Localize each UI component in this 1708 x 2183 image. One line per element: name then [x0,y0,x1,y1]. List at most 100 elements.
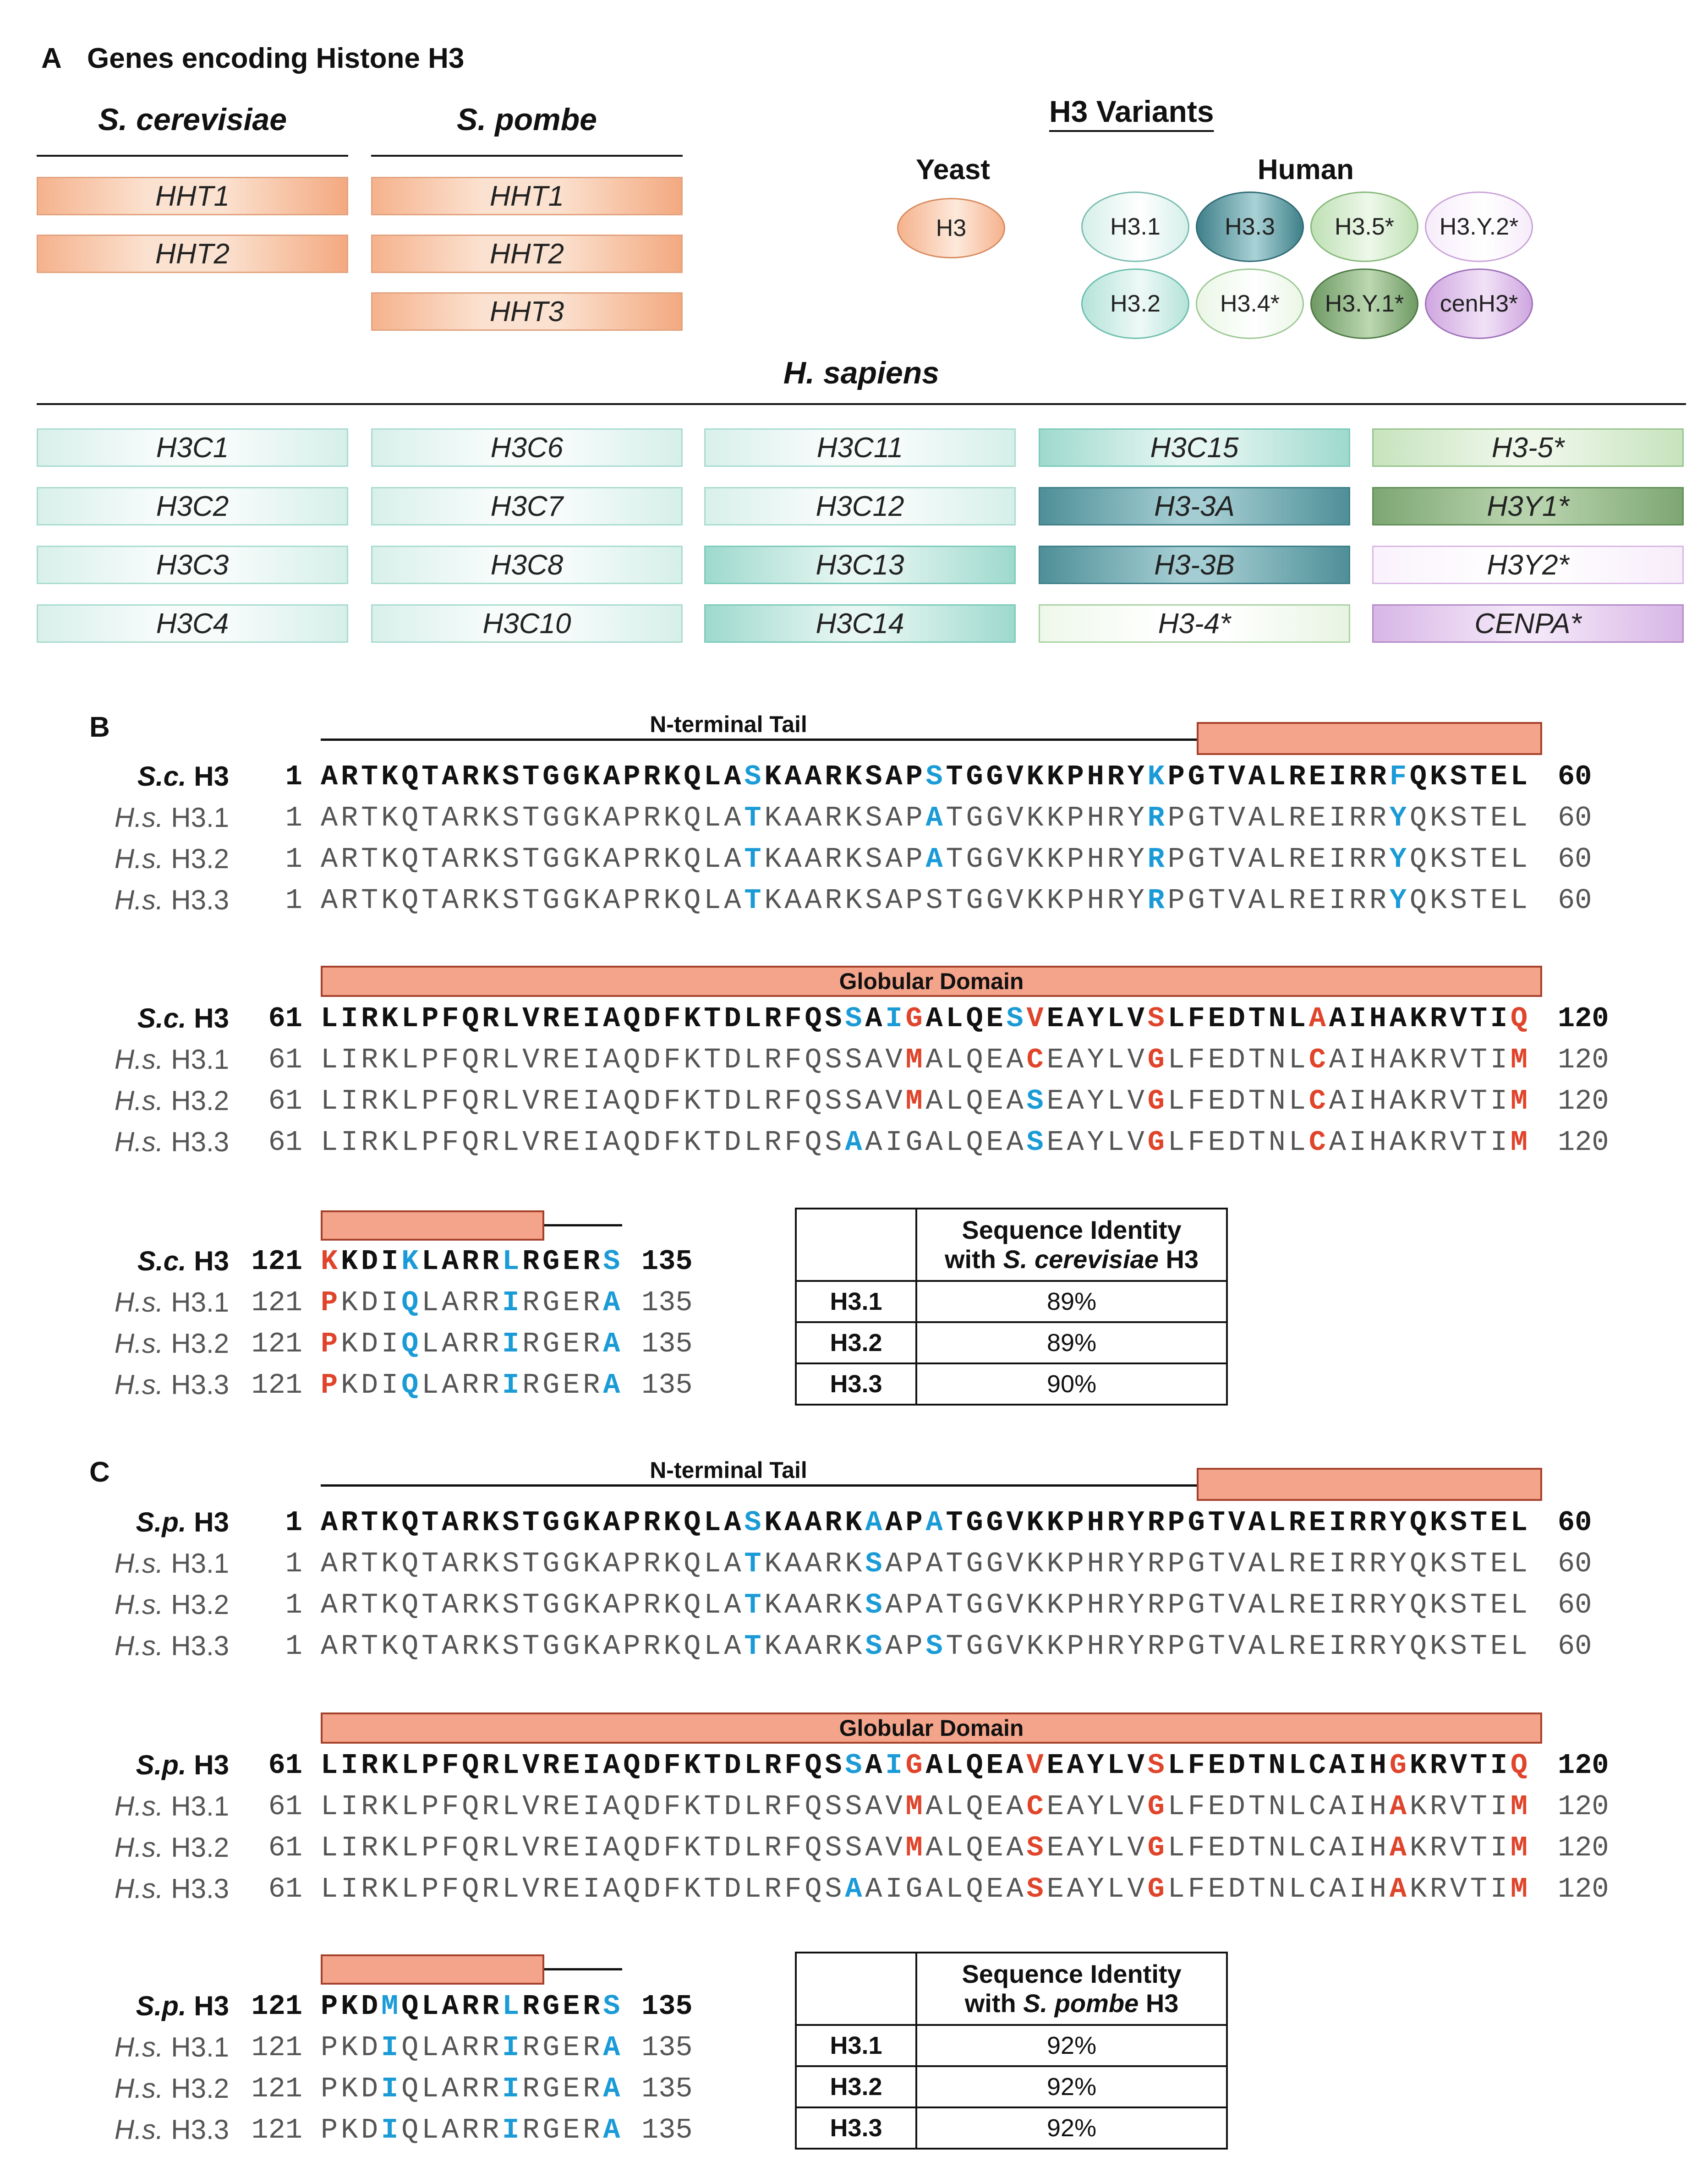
residue-substitution-red: M [1510,1790,1531,1823]
sequence-residues: LIRKLPFQRLVREIAQDFKTDLRFQSAAIGALQEASEAYL… [321,1126,1531,1159]
residue: R [462,2073,482,2105]
sequence-end-number: 60 [1558,843,1592,875]
residue: T [946,843,966,875]
residue: D [1228,1085,1248,1117]
human-label: Human [1257,154,1354,186]
residue: A [1067,1749,1087,1782]
residue: I [341,1002,361,1035]
residue: D [643,1002,664,1035]
b-table-header: Sequence Identity with S. cerevisiae H3 [915,1208,1228,1282]
species-abbrev: H.s. [114,1548,164,1579]
residue: R [1349,1506,1369,1539]
residue: S [502,1506,523,1539]
residue-substitution-blue: K [401,1245,422,1278]
residue: A [442,1548,462,1580]
residue: Q [462,1832,482,1864]
residue: F [442,1002,462,1035]
residue-substitution-red: G [1147,1085,1168,1117]
sequence-end-number: 60 [1558,1630,1592,1663]
hs-gene-h3-5: H3-5* [1372,428,1684,467]
residue: K [1046,1548,1067,1580]
residue: L [401,1002,422,1035]
residue: G [542,2031,563,2064]
histone-name: H3.1 [163,802,229,833]
residue: P [422,1085,442,1117]
residue: K [1026,802,1047,834]
residue: P [1067,1548,1087,1580]
residue: R [583,1245,603,1278]
residue: I [583,1749,603,1782]
residue: Y [1087,1044,1107,1076]
residue: Y [1127,1506,1148,1539]
residue: K [1026,884,1047,917]
residue: L [321,1790,341,1823]
residue: P [1067,884,1087,917]
residue: G [542,843,563,875]
residue: R [1147,1589,1168,1621]
residue: D [361,1328,382,1360]
residue: G [542,1630,563,1663]
residue: R [542,1832,563,1864]
residue: E [1046,1873,1067,1905]
residue: R [361,1790,382,1823]
residue: E [1490,1630,1511,1663]
residue: T [422,1589,442,1621]
residue: Y [1389,1630,1410,1663]
c-tail-line-3 [544,1968,622,1970]
residue: L [946,1044,966,1076]
sequence-residues: LIRKLPFQRLVREIAQDFKTDLRFQSSAIGALQESVEAYL… [321,1002,1531,1035]
residue: E [1308,1506,1329,1539]
residue: G [905,1873,926,1905]
residue: G [542,760,563,793]
residue: E [1490,884,1511,917]
residue: R [1349,1589,1369,1621]
residue: L [1107,1749,1128,1782]
residue-substitution-red: S [1147,1002,1168,1035]
residue: I [1349,1002,1369,1035]
residue: V [1228,1630,1248,1663]
residue: L [1107,1832,1128,1864]
residue: P [1167,884,1188,917]
residue: T [1470,1873,1490,1905]
residue: G [986,1589,1007,1621]
residue: H [1087,1589,1107,1621]
residue-substitution-red: P [321,1369,341,1401]
residue: A [885,843,906,875]
residue: S [502,760,523,793]
c-table-row-label: H3.1 [794,2024,918,2067]
residue: E [563,1832,583,1864]
residue-substitution-blue: A [925,1506,946,1539]
histone-name: H3.3 [163,1630,229,1661]
residue: R [643,1548,664,1580]
residue: R [361,1749,382,1782]
residue: I [341,1044,361,1076]
residue: K [583,1630,603,1663]
residue: F [784,1126,805,1159]
residue: L [1288,1002,1309,1035]
c-table-header-h3: H3 [1139,1989,1179,2018]
sequence-end-number: 135 [641,1328,693,1360]
residue: T [361,843,382,875]
residue: K [341,2073,361,2105]
residue: E [1308,760,1329,793]
residue: V [1450,1126,1470,1159]
residue: H [1369,1002,1390,1035]
residue: I [341,1126,361,1159]
residue: T [1248,1873,1269,1905]
residue: G [905,1126,926,1159]
gene-sp-hht3: HHT3 [371,292,683,331]
residue: R [643,884,664,917]
species-abbrev: H.s. [114,802,164,833]
hs-gene-h3c3: H3C3 [37,546,348,584]
residue: L [1107,1790,1128,1823]
residue: D [724,1832,745,1864]
residue: F [442,1085,462,1117]
residue: F [784,1832,805,1864]
residue: E [986,1085,1007,1117]
residue: P [623,1589,644,1621]
residue: L [422,1286,442,1319]
residue: T [704,1749,724,1782]
residue: V [1228,802,1248,834]
residue: D [1228,1044,1248,1076]
residue: K [684,1832,704,1864]
